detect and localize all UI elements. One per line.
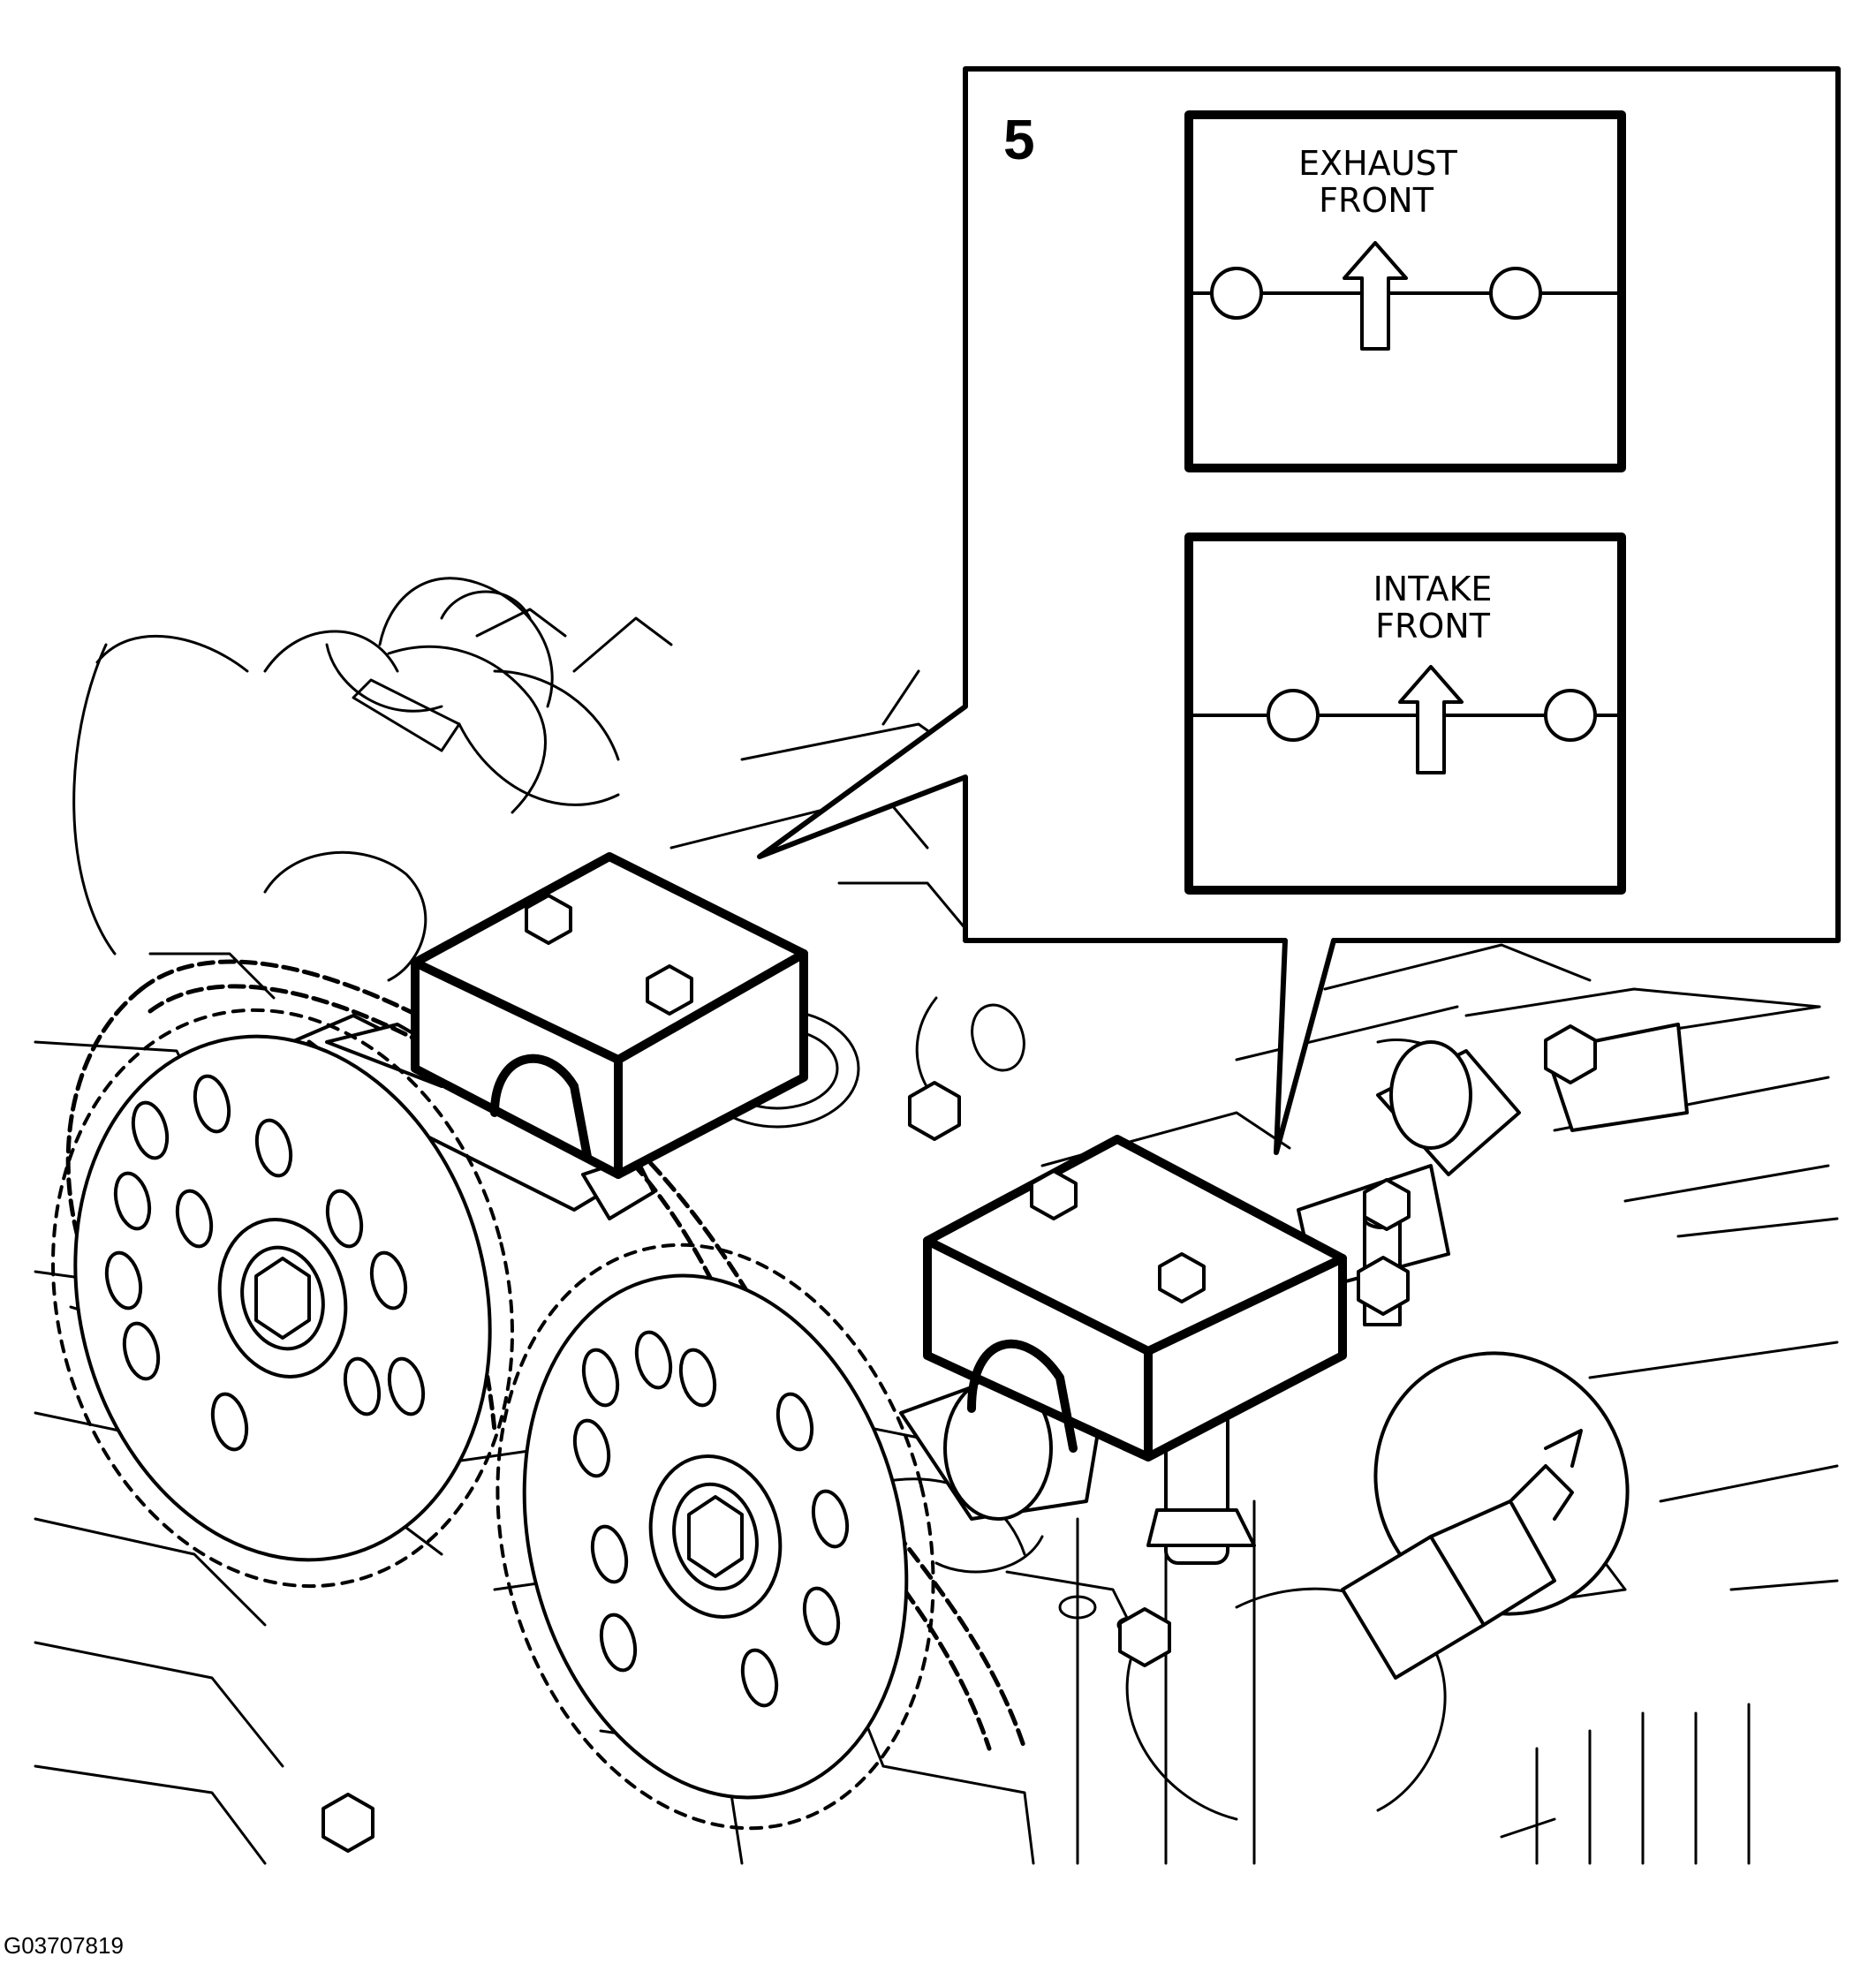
exhaust-marking-panel [1184,110,1626,472]
left-cam-sprocket [51,1008,514,1589]
intake-label-line2: FRONT [1375,607,1491,646]
hex-bolts [321,1024,1597,1853]
exhaust-tool-bolts [525,894,693,1016]
injector-assembly [1341,1351,1630,1680]
figure-id: G03707819 [4,1932,124,1959]
intake-marking-panel [1184,533,1626,895]
step-number: 5 [1003,108,1035,171]
right-cam-sprocket [495,1243,935,1831]
exhaust-label-line1: EXHAUST [1298,144,1458,183]
exhaust-cam-holding-tool [411,852,808,1179]
upper-pulley-linework [352,577,567,752]
intake-label-line1: INTAKE [1373,570,1493,608]
intake-tool-bolts [1030,1169,1206,1303]
exhaust-label-line2: FRONT [1319,181,1434,220]
intake-cam-holding-tool [923,1135,1347,1462]
